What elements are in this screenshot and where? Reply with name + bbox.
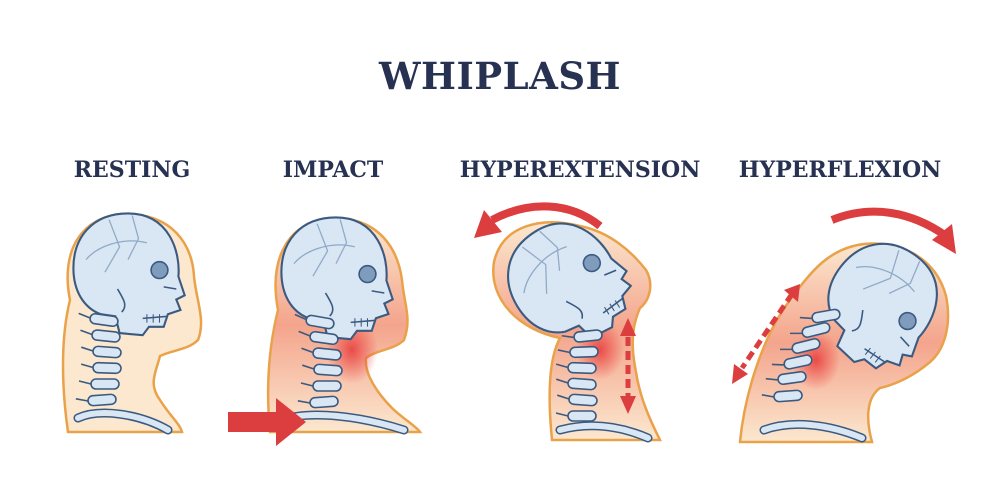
label-impact: IMPACT [282, 157, 384, 183]
diagram-title: WHIPLASH [378, 54, 622, 98]
figure-impact [228, 216, 423, 446]
label-resting: RESTING [73, 157, 191, 183]
neck-stretch-arrow-back [739, 292, 795, 370]
label-hyperextension: HYPEREXTENSION [459, 157, 701, 183]
figure-hyperflexion [732, 207, 964, 444]
figure-hyperextension [474, 200, 663, 443]
figure-resting [61, 212, 203, 435]
impact-arrow [228, 398, 306, 446]
rotation-arrow-forward [830, 207, 949, 240]
rotation-arrow-back [490, 202, 603, 230]
label-hyperflexion: HYPERFLEXION [738, 157, 942, 183]
